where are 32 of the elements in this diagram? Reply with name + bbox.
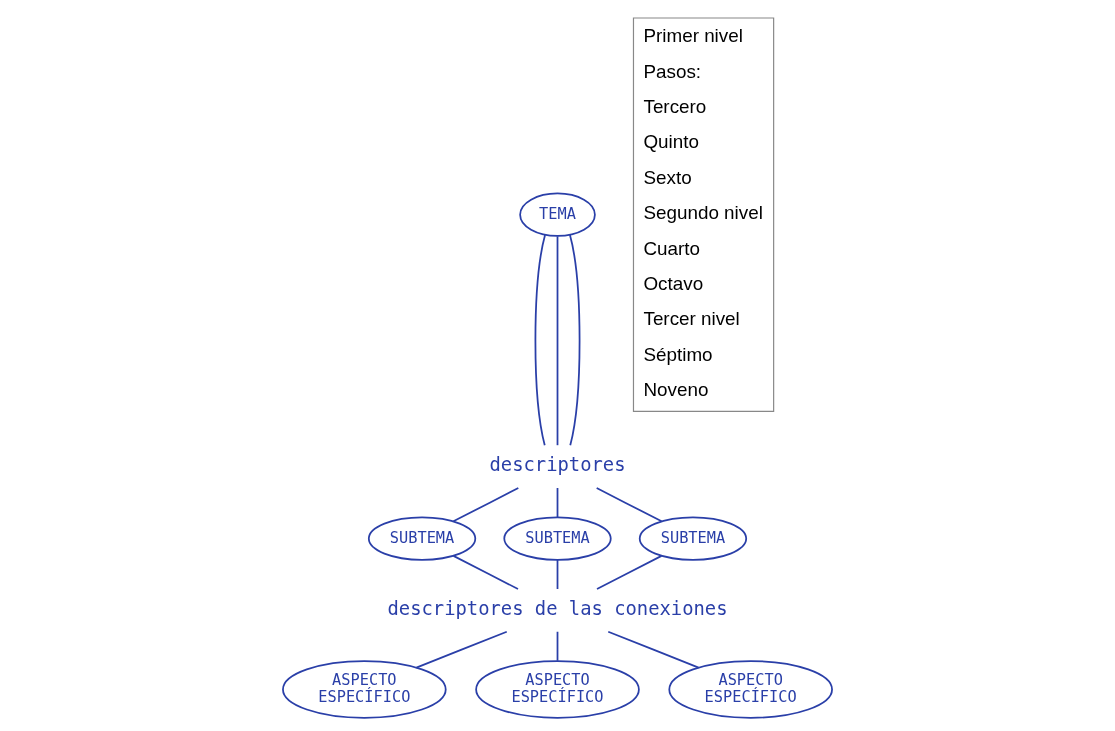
node-ellipse: ASPECTO ESPECÍFICO: [668, 660, 833, 719]
connector: [607, 630, 700, 669]
connector: [556, 559, 559, 590]
node-text: descriptores de las conexiones: [387, 597, 728, 619]
label: Tercero: [643, 96, 707, 118]
label: Octavo: [643, 272, 704, 294]
node-ellipse: TEMA: [519, 192, 596, 237]
connector: [569, 234, 581, 447]
label: Noveno: [643, 378, 709, 400]
label: Primer nivel: [643, 25, 743, 47]
node-ellipse: SUBTEMA: [503, 516, 612, 561]
connector: [556, 487, 559, 518]
node-ellipse: SUBTEMA: [367, 516, 477, 561]
connector: [596, 555, 663, 590]
label: Pasos:: [643, 60, 702, 82]
connector: [595, 487, 663, 523]
node-ellipse: ASPECTO ESPECÍFICO: [475, 660, 640, 719]
label: Séptimo: [643, 343, 713, 365]
node-ellipse: SUBTEMA: [638, 516, 748, 561]
connector: [452, 487, 520, 523]
node-ellipse: ASPECTO ESPECÍFICO: [282, 660, 447, 719]
label: Tercer nivel: [643, 308, 740, 330]
node-text: descriptores: [489, 454, 626, 476]
label: Cuarto: [643, 237, 701, 259]
label: Segundo nivel: [643, 202, 763, 224]
connector: [556, 235, 559, 447]
connector: [556, 630, 559, 662]
connector: [534, 234, 546, 447]
connector: [452, 555, 519, 590]
connector: [415, 630, 508, 669]
label: Sexto: [643, 166, 692, 188]
label: Quinto: [643, 131, 699, 153]
